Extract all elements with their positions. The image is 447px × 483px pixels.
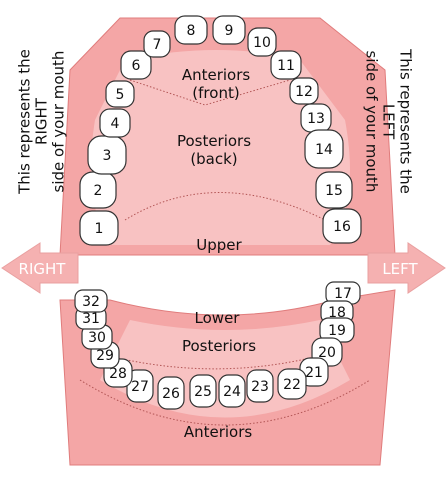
upper-tooth-number-16: 16 xyxy=(333,219,351,235)
upper-anteriors-label-2: (front) xyxy=(192,84,239,102)
upper-tooth-7: 7 xyxy=(143,30,171,58)
left-side-note: This represents the LEFT side of your mo… xyxy=(362,49,415,194)
upper-tooth-number-2: 2 xyxy=(94,183,103,199)
upper-tooth-11: 11 xyxy=(270,50,302,80)
lower-tooth-number-26: 26 xyxy=(162,386,180,402)
upper-tooth-14: 14 xyxy=(304,129,344,169)
upper-tooth-number-14: 14 xyxy=(315,142,333,158)
lower-anterior-region xyxy=(79,379,371,426)
lower-tooth-25: 25 xyxy=(189,374,217,408)
lower-tooth-number-27: 27 xyxy=(131,379,149,395)
lower-tooth-number-20: 20 xyxy=(318,345,336,361)
upper-tooth-number-3: 3 xyxy=(103,148,112,164)
right-arrow xyxy=(1,242,79,294)
lower-tooth-24: 24 xyxy=(218,374,246,408)
lower-tooth-21: 21 xyxy=(299,357,329,387)
upper-tooth-number-6: 6 xyxy=(132,58,141,74)
lower-posterior-region xyxy=(104,349,341,370)
lower-tooth-number-19: 19 xyxy=(328,323,346,339)
upper-tooth-1: 1 xyxy=(79,210,119,246)
upper-tooth-number-15: 15 xyxy=(325,183,343,199)
lower-tooth-number-17: 17 xyxy=(334,286,352,302)
upper-tooth-16: 16 xyxy=(322,208,362,244)
upper-tooth-number-10: 10 xyxy=(253,35,271,51)
lower-tooth-number-22: 22 xyxy=(283,377,301,393)
upper-tooth-6: 6 xyxy=(120,50,152,80)
lower-tooth-19: 19 xyxy=(319,317,355,343)
upper-anteriors-label-1: Anteriors xyxy=(182,66,251,84)
lower-tooth-30: 30 xyxy=(81,324,113,350)
upper-tooth-8: 8 xyxy=(174,15,208,45)
lower-posteriors-label: Posteriors xyxy=(182,337,256,355)
upper-posterior-region xyxy=(124,192,326,221)
lower-tooth-22: 22 xyxy=(277,368,307,400)
lower-tooth-number-25: 25 xyxy=(194,384,212,400)
upper-tooth-3: 3 xyxy=(87,135,127,175)
lower-tooth-number-23: 23 xyxy=(251,379,269,395)
lower-tooth-number-28: 28 xyxy=(109,366,127,382)
lower-tooth-17: 17 xyxy=(325,281,361,305)
upper-tooth-13: 13 xyxy=(300,103,332,133)
upper-tooth-number-7: 7 xyxy=(153,37,162,53)
right-side-note: This represents the RIGHT side of your m… xyxy=(15,49,68,194)
lower-tooth-26: 26 xyxy=(157,376,185,410)
upper-tooth-number-8: 8 xyxy=(187,23,196,39)
lower-tooth-number-32: 32 xyxy=(82,294,100,310)
upper-palate xyxy=(90,50,350,245)
lower-tooth-number-21: 21 xyxy=(305,365,323,381)
right-arrow-label: RIGHT xyxy=(19,260,67,278)
upper-tooth-12: 12 xyxy=(289,77,319,105)
left-arrow xyxy=(367,242,446,294)
upper-tooth-number-4: 4 xyxy=(111,116,120,132)
upper-tooth-number-13: 13 xyxy=(307,111,325,127)
lower-tooth-27: 27 xyxy=(126,369,154,403)
lower-tooth-number-24: 24 xyxy=(223,384,241,400)
upper-tooth-number-5: 5 xyxy=(116,87,125,103)
upper-tooth-2: 2 xyxy=(79,171,117,209)
upper-label: Upper xyxy=(196,236,242,254)
upper-tooth-4: 4 xyxy=(99,108,131,138)
lower-tooth-number-18: 18 xyxy=(328,305,346,321)
lower-tooth-32: 32 xyxy=(74,289,108,313)
upper-tooth-number-12: 12 xyxy=(295,84,313,100)
upper-tooth-number-11: 11 xyxy=(277,58,295,74)
lower-tooth-number-29: 29 xyxy=(96,348,114,364)
lower-anteriors-label: Anteriors xyxy=(184,423,253,441)
lower-tooth-number-31: 31 xyxy=(82,311,100,327)
upper-tooth-number-9: 9 xyxy=(225,23,234,39)
upper-posteriors-label-1: Posteriors xyxy=(177,132,251,150)
upper-tooth-9: 9 xyxy=(212,15,246,45)
upper-tooth-number-1: 1 xyxy=(95,221,104,237)
lower-tooth-number-30: 30 xyxy=(88,330,106,346)
lower-label: Lower xyxy=(195,309,241,327)
upper-tooth-5: 5 xyxy=(105,80,135,108)
upper-tooth-15: 15 xyxy=(315,171,353,209)
upper-posteriors-label-2: (back) xyxy=(190,150,237,168)
left-arrow-label: LEFT xyxy=(382,260,418,278)
lower-tooth-23: 23 xyxy=(246,369,274,403)
upper-tooth-10: 10 xyxy=(247,27,277,57)
